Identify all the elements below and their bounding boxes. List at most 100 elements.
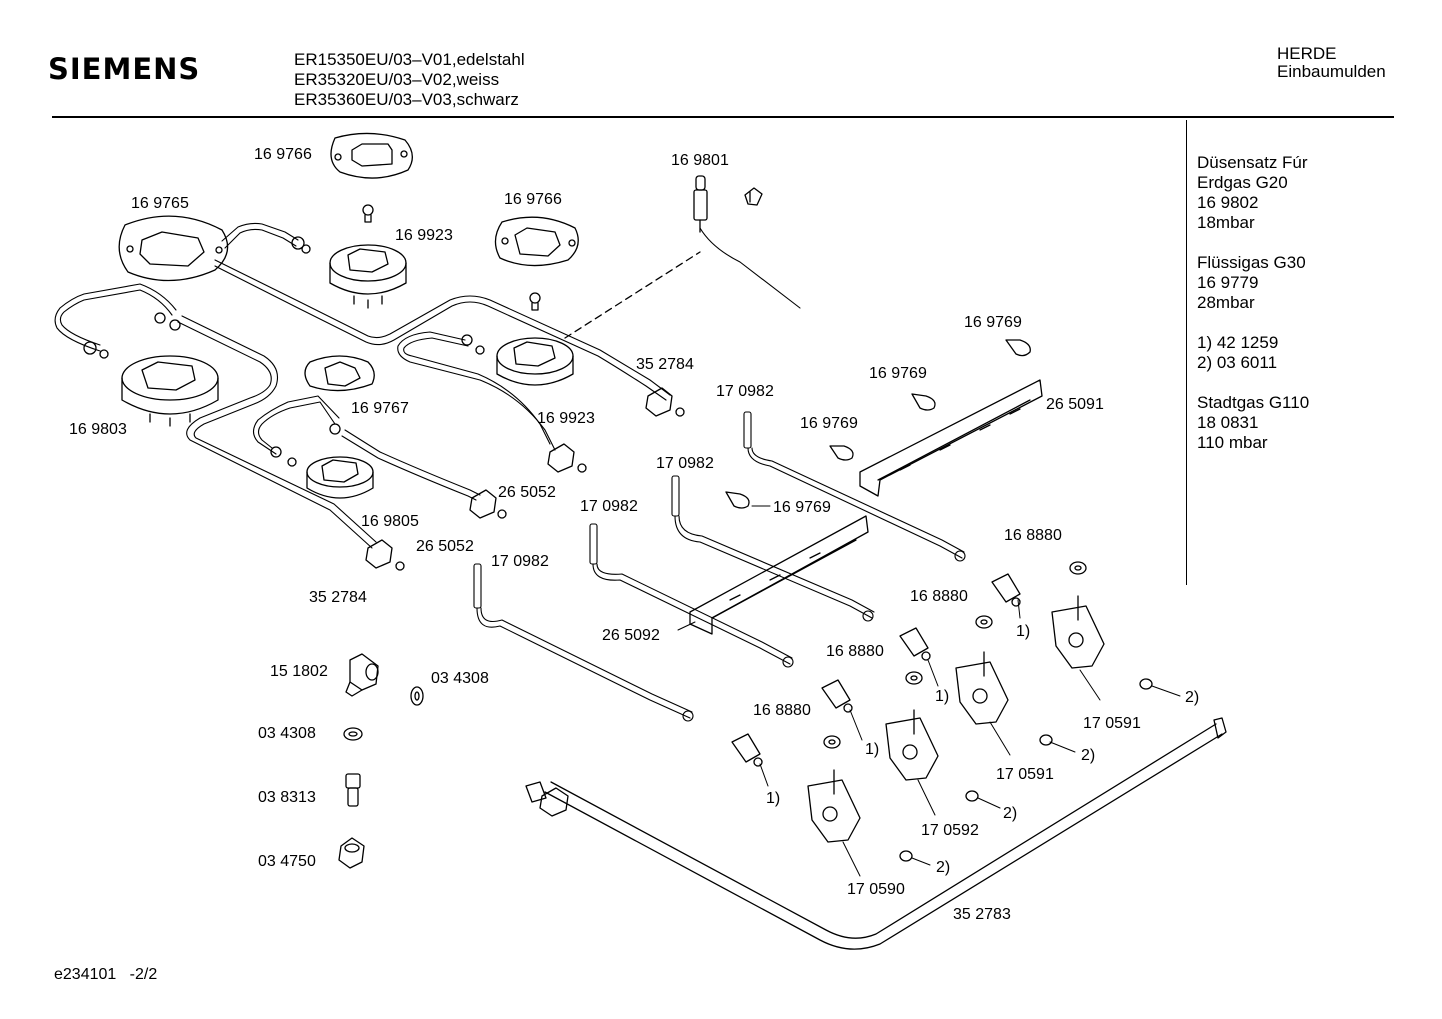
header-divider	[52, 116, 1394, 118]
label-170982-a: 17 0982	[716, 383, 774, 400]
label-169766-right: 16 9766	[504, 191, 562, 208]
note-line: Düsensatz Fúr	[1197, 153, 1308, 172]
drawing-id: e234101	[54, 966, 117, 983]
note-line: 2) 03 6011	[1197, 353, 1278, 372]
label-265091: 26 5091	[1046, 396, 1104, 413]
brand-logo: SIEMENS	[48, 52, 201, 86]
note-line: Flüssigas G30	[1197, 253, 1306, 272]
label-fn1-b: 1)	[935, 688, 949, 705]
note-group-g110: Stadtgas G110 18 0831 110 mbar	[1197, 393, 1309, 453]
label-169803: 16 9803	[69, 421, 127, 438]
washer-034308-b	[343, 727, 363, 741]
nut-265052-lower	[469, 489, 507, 519]
label-168880-a: 16 8880	[1004, 527, 1062, 544]
ignition-tabs	[725, 339, 1031, 509]
label-265052-a: 26 5052	[498, 484, 556, 501]
label-169805: 16 9805	[361, 513, 419, 530]
burner-body-top	[329, 244, 407, 309]
label-169765: 16 9765	[131, 195, 189, 212]
label-034308-b: 03 4308	[258, 725, 316, 742]
burner-body-small	[306, 456, 374, 499]
main-gas-tube	[525, 717, 1227, 950]
note-group-footnotes: 1) 42 1259 2) 03 6011	[1197, 333, 1309, 373]
screw-right	[529, 292, 541, 311]
leader-lines	[677, 505, 1181, 877]
label-169769-b: 16 9769	[869, 365, 927, 382]
label-169769-a: 16 9769	[964, 314, 1022, 331]
gasket-top	[330, 132, 413, 179]
washers-2	[899, 678, 1153, 862]
note-line: Erdgas G20	[1197, 173, 1288, 192]
gasket-left	[118, 215, 229, 282]
burner-body-right	[496, 337, 574, 386]
note-line: 16 9802	[1197, 193, 1259, 212]
ignition-dashed-line	[564, 251, 701, 339]
note-line: 18 0831	[1197, 413, 1259, 432]
label-034308-a: 03 4308	[431, 670, 489, 687]
thermocouples	[473, 411, 966, 722]
label-151802: 15 1802	[270, 663, 328, 680]
gasket-right	[494, 216, 579, 267]
label-fn1-c: 1)	[865, 741, 879, 758]
label-fn2-c: 2)	[1003, 805, 1017, 822]
label-169769-d: 16 9769	[773, 499, 831, 516]
model-line: ER15350EU/03–V01,edelstahl	[294, 50, 525, 69]
note-line: 16 9779	[1197, 273, 1259, 292]
label-170591-b: 17 0591	[996, 766, 1054, 783]
nut-265052-upper	[547, 443, 587, 473]
label-169767: 16 9767	[351, 400, 409, 417]
label-168880-b: 16 8880	[910, 588, 968, 605]
label-fn2-b: 2)	[1081, 747, 1095, 764]
label-352784-top: 35 2784	[636, 356, 694, 373]
note-group-g30: Flüssigas G30 16 9779 28mbar	[1197, 253, 1309, 313]
note-line: 1) 42 1259	[1197, 333, 1279, 352]
gas-valves	[807, 595, 1105, 843]
label-169923-top: 16 9923	[395, 227, 453, 244]
label-170592: 17 0592	[921, 822, 979, 839]
label-034750: 03 4750	[258, 853, 316, 870]
label-169923-right: 16 9923	[537, 410, 595, 427]
washer-034308-a	[410, 686, 424, 706]
label-fn2-d: 2)	[936, 859, 950, 876]
label-168880-c: 16 8880	[826, 643, 884, 660]
bracket-265091	[859, 379, 1043, 497]
label-170590: 17 0590	[847, 881, 905, 898]
label-168880-d: 16 8880	[753, 702, 811, 719]
clip-part	[744, 187, 763, 206]
label-038313: 03 8313	[258, 789, 316, 806]
label-265052-b: 26 5052	[416, 538, 474, 555]
screw-top	[362, 204, 374, 223]
label-265092: 26 5092	[602, 627, 660, 644]
part-labels: 16 9766 16 9765 16 9923 16 9766 16 9801 …	[69, 146, 1199, 923]
nut-352784-bottom	[365, 539, 405, 571]
category-block: HERDE Einbaumulden	[1277, 45, 1386, 81]
note-group-g20: Düsensatz Fúr Erdgas G20 16 9802 18mbar	[1197, 153, 1309, 233]
label-169766-top: 16 9766	[254, 146, 312, 163]
adapter-038313	[345, 773, 361, 807]
label-170982-d: 17 0982	[491, 553, 549, 570]
notes-divider	[1186, 120, 1187, 585]
model-line: ER35320EU/03–V02,weiss	[294, 70, 500, 89]
note-line: Stadtgas G110	[1197, 393, 1310, 412]
washers-168880	[823, 561, 1087, 749]
elbow-151802	[345, 653, 379, 697]
label-fn1-a: 1)	[1016, 623, 1030, 640]
page-number: -2/2	[129, 966, 158, 983]
ignition-electrode	[693, 175, 708, 233]
bracket-265092	[689, 515, 869, 635]
category-line: HERDE	[1277, 44, 1337, 63]
note-line: 28mbar	[1197, 293, 1255, 312]
nozzle-notes: Düsensatz Fúr Erdgas G20 16 9802 18mbar …	[1197, 153, 1309, 473]
note-line: 110 mbar	[1197, 433, 1268, 452]
label-352784-bottom: 35 2784	[309, 589, 367, 606]
nut-034750	[338, 837, 365, 869]
label-169769-c: 16 9769	[800, 415, 858, 432]
label-352783: 35 2783	[953, 906, 1011, 923]
label-169801: 16 9801	[671, 152, 729, 169]
gasket-center	[304, 355, 375, 392]
note-line: 18mbar	[1197, 213, 1255, 232]
model-list: ER15350EU/03–V01,edelstahl ER35320EU/03–…	[294, 50, 525, 110]
label-170591-a: 17 0591	[1083, 715, 1141, 732]
pipe-fittings	[83, 236, 485, 467]
